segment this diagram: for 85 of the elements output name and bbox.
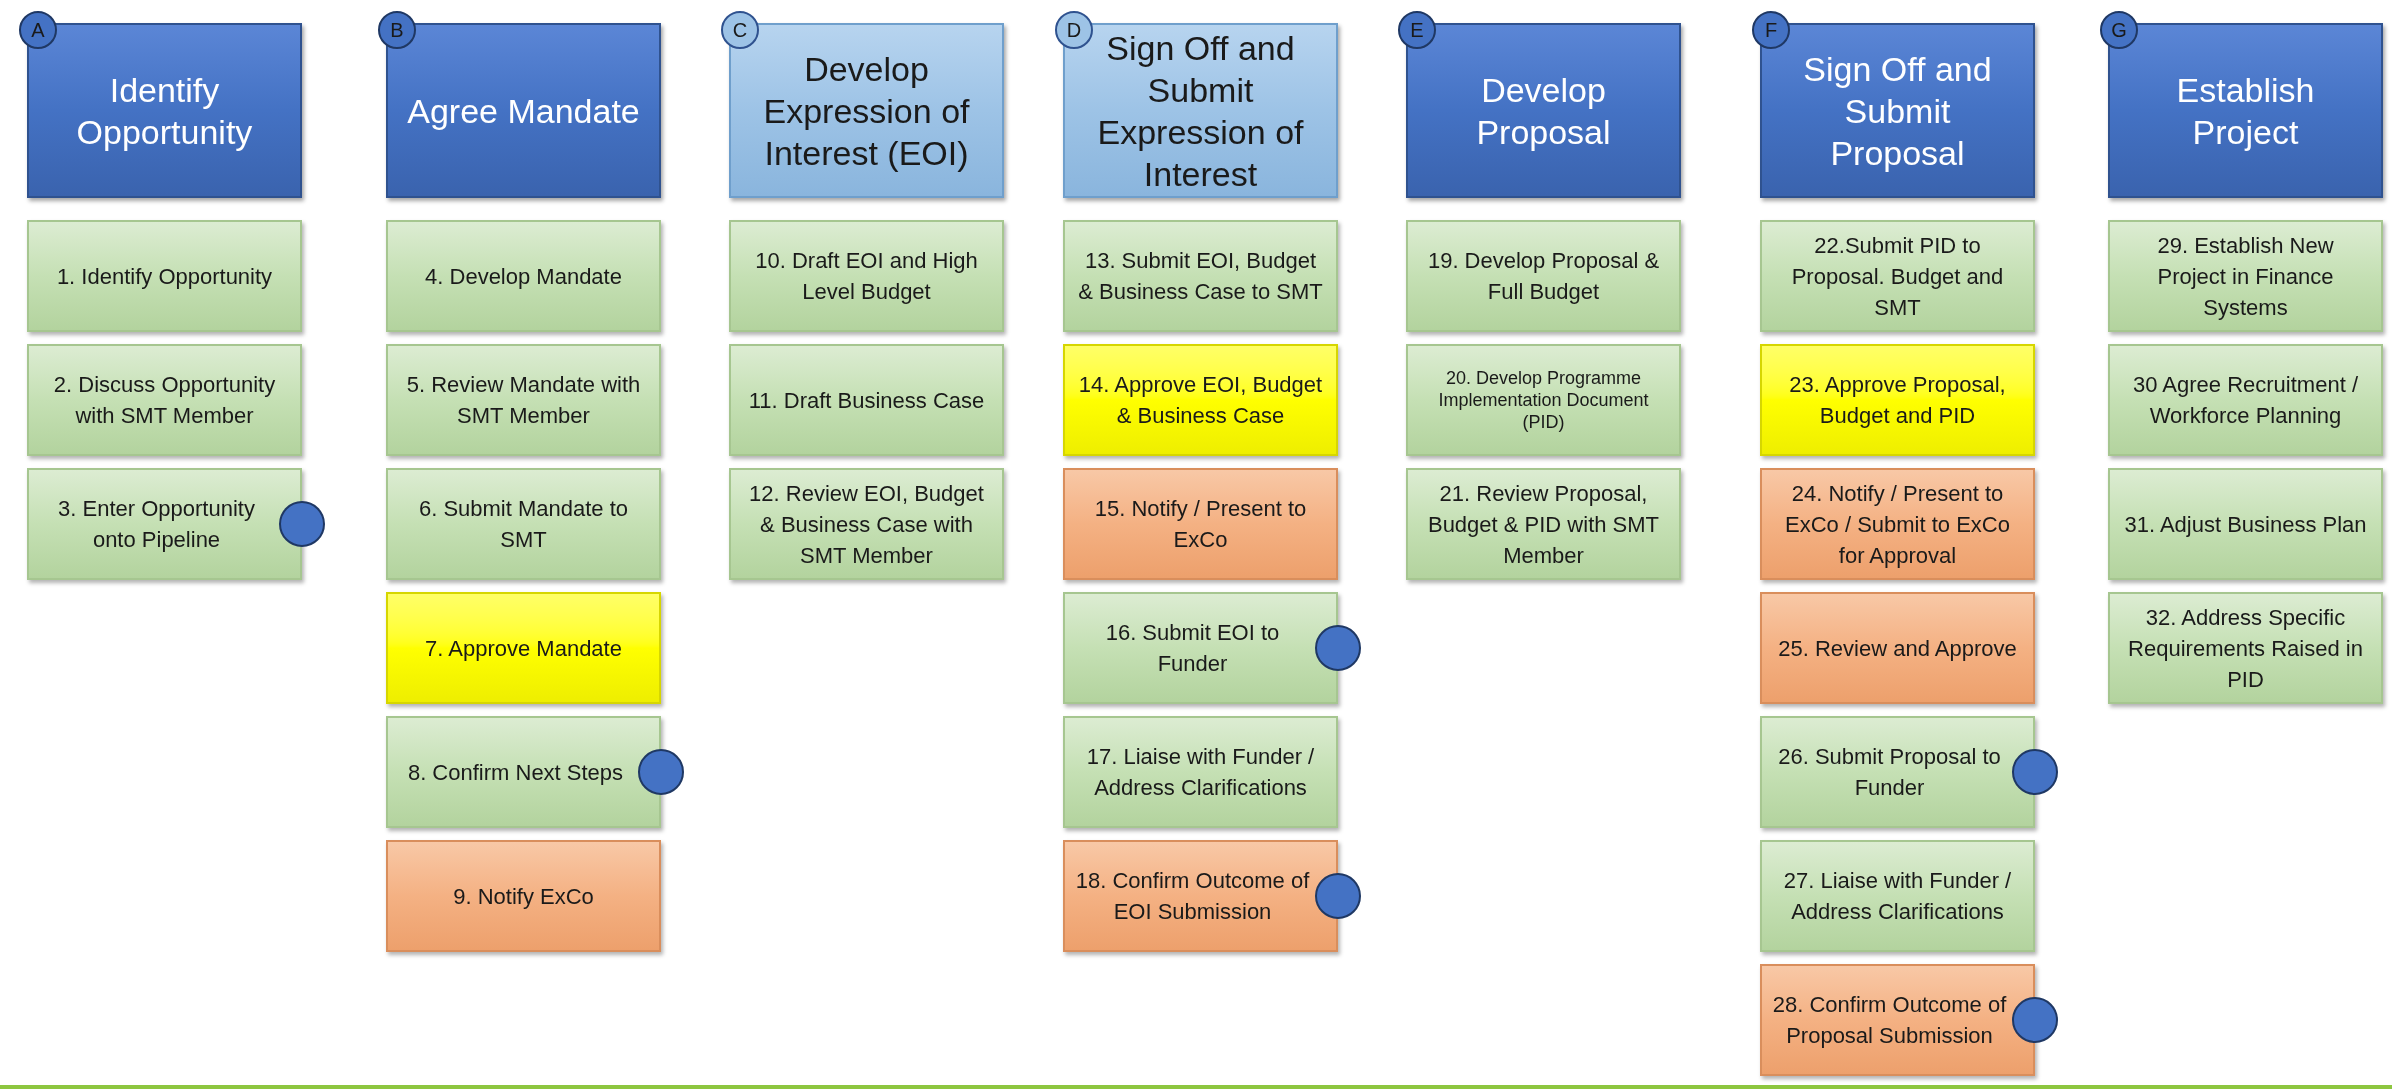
step-box: [27, 220, 302, 332]
stage-header: [1760, 23, 2035, 198]
step-text: 10. Draft EOI and High Level Budget: [754, 247, 979, 306]
step-text: 23. Approve Proposal, Budget and PID: [1788, 371, 2007, 430]
step-text: 1. Identify Opportunity: [56, 262, 273, 291]
stage-title: Sign Off and Submit Expression of Interest: [1096, 27, 1305, 195]
step-box: [386, 468, 661, 580]
step-box: [1760, 592, 2035, 704]
stage-header: [27, 23, 302, 198]
step-box: [386, 220, 661, 332]
step-text: 9. Notify ExCo: [453, 882, 594, 911]
step-text: 11. Draft Business Case: [748, 386, 985, 415]
step-text: 19. Develop Proposal & Full Budget: [1426, 247, 1661, 306]
step-box: [1063, 592, 1338, 704]
step-text: 7. Approve Mandate: [425, 634, 622, 663]
stage-letter: B: [390, 20, 404, 40]
stage-header: [2108, 23, 2383, 198]
step-box: [386, 716, 661, 828]
step-text: 24. Notify / Present to ExCo / Submit to ExCo for Approval: [1784, 479, 2011, 570]
step-box: [1063, 468, 1338, 580]
step-box: [386, 592, 661, 704]
step-box: [2108, 220, 2383, 332]
step-text: 30 Agree Recruitment / Workforce Planning: [2132, 371, 2359, 430]
step-text: 5. Review Mandate with SMT Member: [405, 371, 642, 430]
step-box: [1406, 468, 1681, 580]
stage-title: Sign Off and Submit Proposal: [1802, 48, 1993, 174]
stage-header: [386, 23, 661, 198]
step-text: 12. Review EOI, Budget & Business Case with SMT Member: [748, 479, 985, 570]
step-text: 27. Liaise with Funder / Address Clarifications: [1782, 867, 2013, 926]
step-text: 6. Submit Mandate to SMT: [417, 495, 630, 554]
step-box: [729, 220, 1004, 332]
step-text: 26. Submit Proposal to Funder: [1777, 743, 2002, 802]
stage-letter: E: [1410, 20, 1424, 40]
step-box: [1760, 344, 2035, 456]
stage-header: [729, 23, 1004, 198]
step-text: 29. Establish New Project in Finance Systems: [2156, 231, 2335, 322]
step-text: 8. Confirm Next Steps: [407, 758, 624, 787]
stage-header: [1406, 23, 1681, 198]
step-box: [2108, 592, 2383, 704]
step-text: 3. Enter Opportunity onto Pipeline: [57, 495, 256, 554]
stage-letter: G: [2111, 20, 2127, 40]
step-text: 15. Notify / Present to ExCo: [1093, 495, 1308, 554]
step-box: [2108, 344, 2383, 456]
step-text: 4. Develop Mandate: [425, 262, 622, 291]
step-box: [1063, 220, 1338, 332]
step-text: 16. Submit EOI to Funder: [1104, 619, 1281, 678]
step-box: [1063, 840, 1338, 952]
step-box: [1760, 220, 2035, 332]
step-box: [2108, 468, 2383, 580]
step-text: 22.Submit PID to Proposal. Budget and SMT: [1790, 231, 2005, 322]
step-text: 21. Review Proposal, Budget & PID with SMT Member: [1426, 479, 1661, 570]
stage-title: Develop Proposal: [1475, 69, 1612, 153]
stage-title: Establish Project: [2175, 69, 2316, 153]
stage-title: Develop Expression of Interest (EOI): [762, 48, 971, 174]
step-box: [1063, 716, 1338, 828]
step-box: [1760, 716, 2035, 828]
stage-letter: F: [1764, 20, 1778, 40]
step-text: 25. Review and Approve: [1778, 634, 2017, 663]
step-box: [386, 344, 661, 456]
stage-letter: D: [1066, 20, 1082, 40]
step-box: [1063, 344, 1338, 456]
step-text: 18. Confirm Outcome of EOI Submission: [1074, 867, 1311, 926]
stage-letter: C: [732, 20, 748, 40]
step-text: 13. Submit EOI, Budget & Business Case to SMT: [1077, 247, 1324, 306]
step-box: [729, 344, 1004, 456]
step-box: [1760, 468, 2035, 580]
step-box: [1760, 964, 2035, 1076]
step-box: [27, 344, 302, 456]
step-box: [729, 468, 1004, 580]
step-box: [1406, 220, 1681, 332]
step-box: [386, 840, 661, 952]
stage-letter: A: [31, 20, 45, 40]
step-text: 2. Discuss Opportunity with SMT Member: [52, 371, 277, 430]
step-box: [1760, 840, 2035, 952]
step-text: 32. Address Specific Requirements Raised in PID: [2127, 603, 2364, 694]
stage-title: Identify Opportunity: [75, 69, 254, 153]
step-text: 17. Liaise with Funder / Address Clarifications: [1085, 743, 1316, 802]
stage-title: Agree Mandate: [407, 90, 640, 132]
step-box: [27, 468, 302, 580]
stage-header: [1063, 23, 1338, 198]
step-text: 28. Confirm Outcome of Proposal Submission: [1771, 991, 2008, 1050]
step-text: 20. Develop Programme Implementation Document (PID): [1437, 367, 1650, 433]
step-text: 31. Adjust Business Plan: [2124, 510, 2367, 539]
step-box: [1406, 344, 1681, 456]
step-text: 14. Approve EOI, Budget & Business Case: [1077, 371, 1324, 430]
